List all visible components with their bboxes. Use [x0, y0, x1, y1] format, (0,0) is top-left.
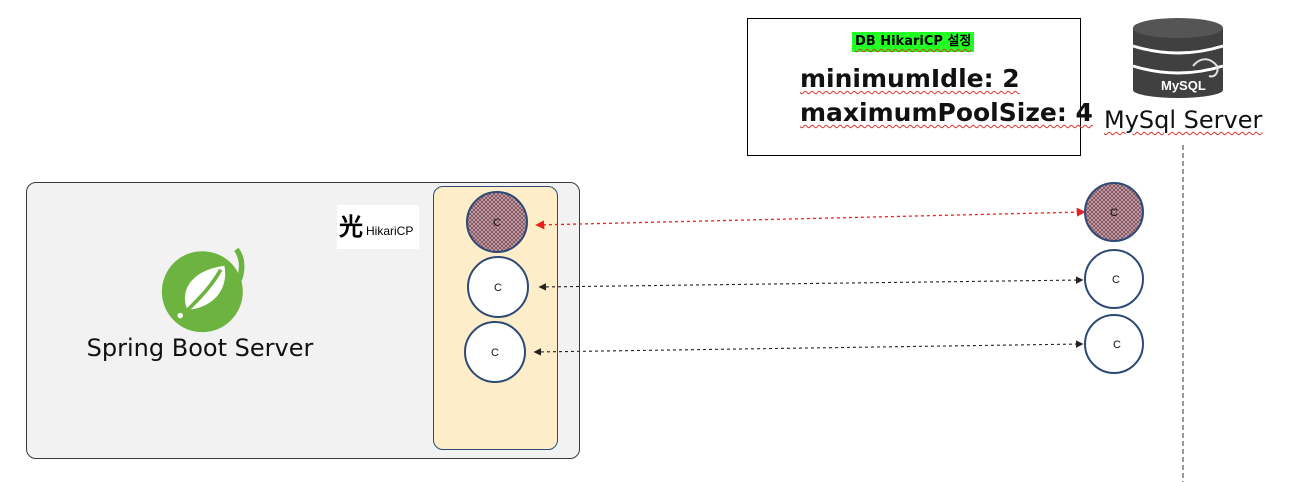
- svg-text:C: C: [494, 282, 502, 294]
- db-connection-3: C: [1084, 314, 1144, 374]
- spring-leaf-icon: [161, 247, 245, 333]
- svg-text:C: C: [491, 347, 499, 359]
- db-connection-2: C: [1084, 249, 1144, 309]
- config-minimum-idle: minimumIdle: 2: [800, 64, 1020, 93]
- pool-connection-3: C: [464, 321, 526, 383]
- svg-text:C: C: [1112, 274, 1120, 286]
- hikaricp-logo-kanji: 光: [339, 212, 363, 241]
- svg-text:C: C: [1113, 339, 1121, 351]
- db-connection-1: C: [1084, 182, 1144, 242]
- spring-boot-server-label: Spring Boot Server: [86, 334, 314, 362]
- connection-link-3: [533, 340, 1084, 356]
- connection-link-1: [535, 207, 1086, 230]
- connection-link-2: [538, 276, 1084, 291]
- pool-connection-1: C: [466, 191, 528, 253]
- hikaricp-logo-text: HikariCP: [366, 224, 414, 238]
- mysql-server-label: MySql Server: [1104, 106, 1262, 134]
- mysql-database-icon: MySQL: [1132, 18, 1224, 98]
- pool-connection-2: C: [467, 256, 529, 318]
- config-maximum-pool-size: maximumPoolSize: 4: [800, 98, 1093, 127]
- svg-text:C: C: [1110, 207, 1118, 219]
- config-title: DB HikariCP 설정: [852, 32, 975, 52]
- svg-text:C: C: [493, 217, 501, 229]
- hikaricp-logo: 光 HikariCP: [337, 205, 419, 249]
- mysql-logo-text: MySQL: [1161, 78, 1206, 93]
- mysql-server-label-text: MySql Server: [1104, 106, 1263, 134]
